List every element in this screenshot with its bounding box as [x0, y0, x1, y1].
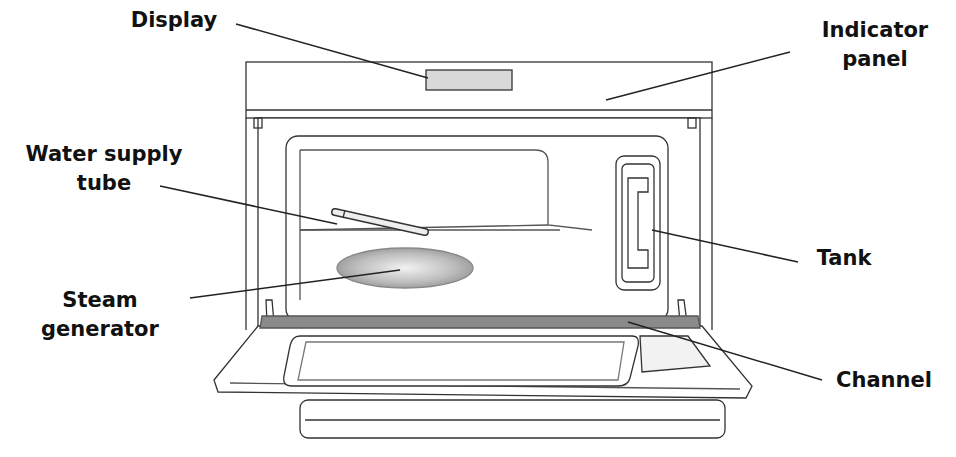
- channel-label: Channel: [824, 366, 944, 395]
- steam-generator-label: Steam generator: [20, 286, 180, 344]
- water-tube-label: Water supply tube: [4, 140, 204, 198]
- tank-label: Tank: [804, 244, 884, 273]
- indicator-panel-label: Indicator panel: [800, 16, 950, 74]
- display-label: Display: [104, 6, 244, 35]
